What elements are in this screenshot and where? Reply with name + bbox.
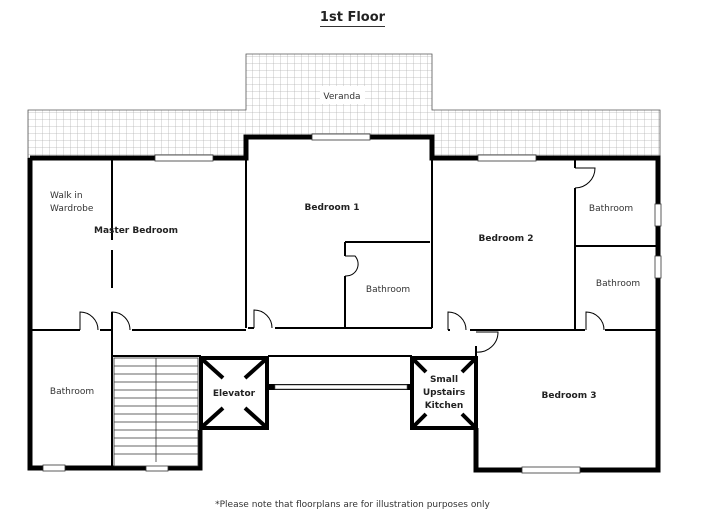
elevator-label: Elevator xyxy=(213,389,256,399)
kitchen-label-line1: Small xyxy=(430,375,458,385)
floor-title-text: 1st Floor xyxy=(319,10,386,27)
door-bathroom1 xyxy=(344,255,359,277)
doors xyxy=(79,167,605,353)
landing-window xyxy=(268,384,412,390)
door-bedroom2 xyxy=(447,311,467,331)
bathroom-left-label: Bathroom xyxy=(50,387,94,397)
door-bathroom-top xyxy=(574,167,596,189)
bedroom1-label: Bedroom 1 xyxy=(305,203,360,213)
kitchen-label-line3: Kitchen xyxy=(425,401,464,411)
bedroom2-label: Bedroom 2 xyxy=(479,234,534,244)
door-master xyxy=(111,311,131,331)
windows xyxy=(42,133,662,474)
walk-in-wardrobe-label-line2: Wardrobe xyxy=(50,204,94,214)
veranda-label: Veranda xyxy=(323,92,360,102)
bedroom1-bathroom-label: Bathroom xyxy=(366,285,410,295)
walk-in-wardrobe-label-line1: Walk in xyxy=(50,191,83,201)
kitchen: Small Upstairs Kitchen xyxy=(410,356,478,430)
door-bedroom1 xyxy=(253,309,273,329)
bedroom3-label: Bedroom 3 xyxy=(542,391,597,401)
master-bedroom-label: Master Bedroom xyxy=(94,226,178,236)
door-wardrobe xyxy=(79,311,99,331)
stairs[interactable] xyxy=(113,357,199,467)
veranda: Veranda xyxy=(27,53,661,159)
bathroom-top-right-label: Bathroom xyxy=(589,204,633,214)
kitchen-label-line2: Upstairs xyxy=(423,388,465,398)
disclaimer-note: *Please note that floorplans are for ill… xyxy=(215,500,490,510)
door-bedroom3 xyxy=(475,331,499,353)
interior-walls xyxy=(30,158,658,468)
elevator: Elevator xyxy=(199,356,269,430)
bathroom-mid-right-label: Bathroom xyxy=(596,279,640,289)
door-bathroom-mid xyxy=(585,311,605,331)
floor-title: 1st Floor xyxy=(0,10,705,27)
